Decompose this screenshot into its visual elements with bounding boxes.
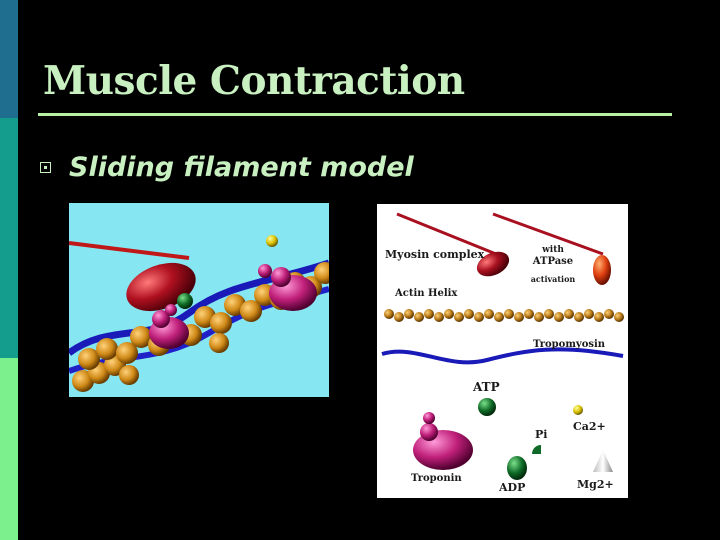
slide-title: Muscle Contraction <box>43 58 465 104</box>
label-activation: activation <box>531 274 576 284</box>
component-legend-diagram: Myosin complex with ATPase activation Ac… <box>377 204 628 498</box>
label-myosin-complex: Myosin complex <box>385 248 485 261</box>
accent-strip-bottom <box>0 358 18 540</box>
accent-strip-top <box>0 0 18 118</box>
label-actin-helix: Actin Helix <box>394 288 458 299</box>
actin-bead-chain <box>384 309 624 322</box>
sliding-filament-render <box>69 203 329 397</box>
square-bullet-icon <box>40 162 51 173</box>
accent-strip-middle <box>0 118 18 358</box>
label-ca2: Ca2+ <box>573 420 606 433</box>
title-underline <box>38 113 672 116</box>
label-tropomyosin: Tropomyosin <box>533 339 606 350</box>
label-atp: ATP <box>472 380 500 394</box>
bullet-text: Sliding filament model <box>69 152 414 183</box>
label-with: with <box>541 245 564 255</box>
label-adp: ADP <box>498 481 525 494</box>
label-pi: Pi <box>535 428 547 441</box>
label-atpase: ATPase <box>532 256 573 267</box>
bullet-item: Sliding filament model <box>40 152 414 183</box>
label-mg2: Mg2+ <box>577 478 614 491</box>
label-troponin: Troponin <box>411 473 462 484</box>
